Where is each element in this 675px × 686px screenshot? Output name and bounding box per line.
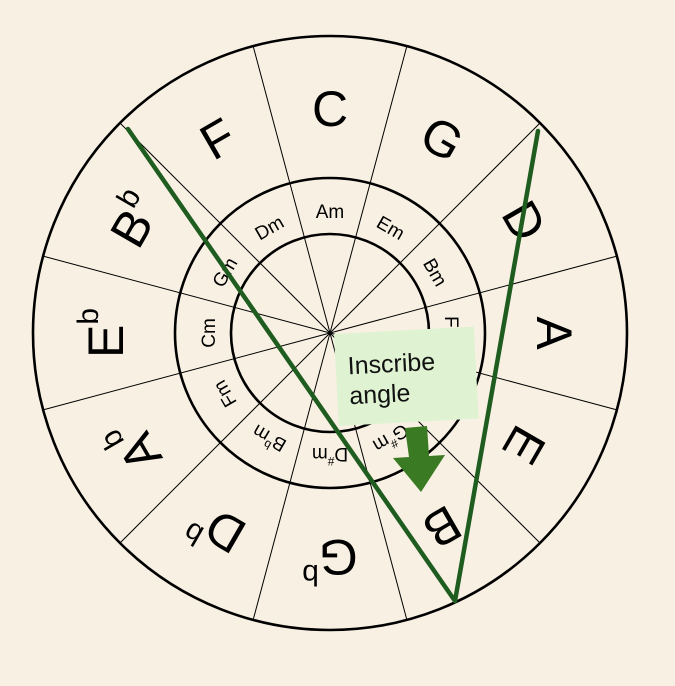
major-key-label: A	[526, 316, 582, 350]
minor-key-label: Fm	[209, 376, 241, 410]
inscribed-angle-side-right	[452, 128, 541, 604]
minor-key-label: Am	[316, 202, 345, 223]
inscribe-angle-callout: Inscribe angle	[334, 326, 479, 426]
major-key-label: Bb	[94, 182, 173, 257]
segment-divider	[42, 332, 331, 411]
segment-divider	[119, 122, 331, 334]
major-key-label: G	[411, 105, 473, 173]
inscribed-angle-side-left	[125, 126, 458, 604]
minor-key-label: Bm	[419, 255, 451, 290]
segment-divider	[329, 45, 408, 334]
outer-ring	[31, 34, 629, 632]
major-key-label: Db	[178, 490, 255, 571]
minor-key-label: Cm	[199, 318, 220, 348]
segment-divider	[42, 255, 331, 334]
major-key-label: Ab	[94, 409, 173, 484]
segment-divider	[329, 122, 541, 334]
minor-key-label: G#m	[369, 419, 414, 459]
inscribed-angle-triangle	[125, 126, 541, 604]
segment-divider	[329, 255, 618, 334]
major-key-label: F	[191, 107, 245, 171]
major-key-label: E	[491, 417, 556, 474]
major-key-label: C	[312, 81, 348, 137]
minor-key-label: Em	[373, 212, 408, 244]
minor-key-label: D#m	[312, 444, 348, 469]
minor-key-label: Bbm	[247, 420, 290, 459]
minor-key-label: Dm	[251, 212, 287, 245]
major-key-label: Eb	[72, 308, 135, 358]
middle-ring	[173, 176, 487, 490]
major-key-label: Gb	[302, 529, 358, 592]
segment-divider	[252, 45, 331, 334]
segment-divider	[252, 332, 331, 621]
